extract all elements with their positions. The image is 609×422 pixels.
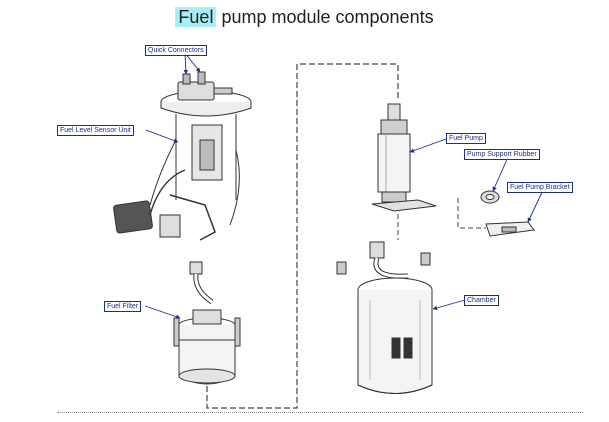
fuel-pump-bracket: [485, 221, 535, 237]
title-rest: pump module components: [221, 7, 434, 27]
label-quick-connectors: Quick Connectors: [145, 45, 207, 56]
fuel-filter: [173, 261, 241, 385]
label-pump-support-rubber: Pump Support Rubber: [464, 149, 540, 160]
pump-support-rubber: [480, 190, 500, 204]
label-fuel-pump-bracket: Fuel Pump Bracket: [507, 182, 573, 193]
label-leaders: [144, 52, 544, 319]
dashed-bracket-link: [397, 198, 486, 240]
page-title: Fuel pump module components: [0, 7, 609, 28]
sender-module: [113, 71, 252, 241]
title-highlight: Fuel: [175, 7, 217, 27]
label-fuel-level-sensor-unit: Fuel Level Sensor Unit: [57, 125, 134, 136]
bottom-divider: [57, 412, 583, 413]
label-fuel-pump: Fuel Pump: [446, 133, 486, 144]
label-fuel-filter: Fuel Filter: [104, 301, 142, 312]
label-chamber: Chamber: [464, 295, 499, 306]
dashed-connector-frame: [206, 63, 399, 409]
chamber: [336, 241, 433, 394]
fuel-pump: [371, 103, 437, 212]
